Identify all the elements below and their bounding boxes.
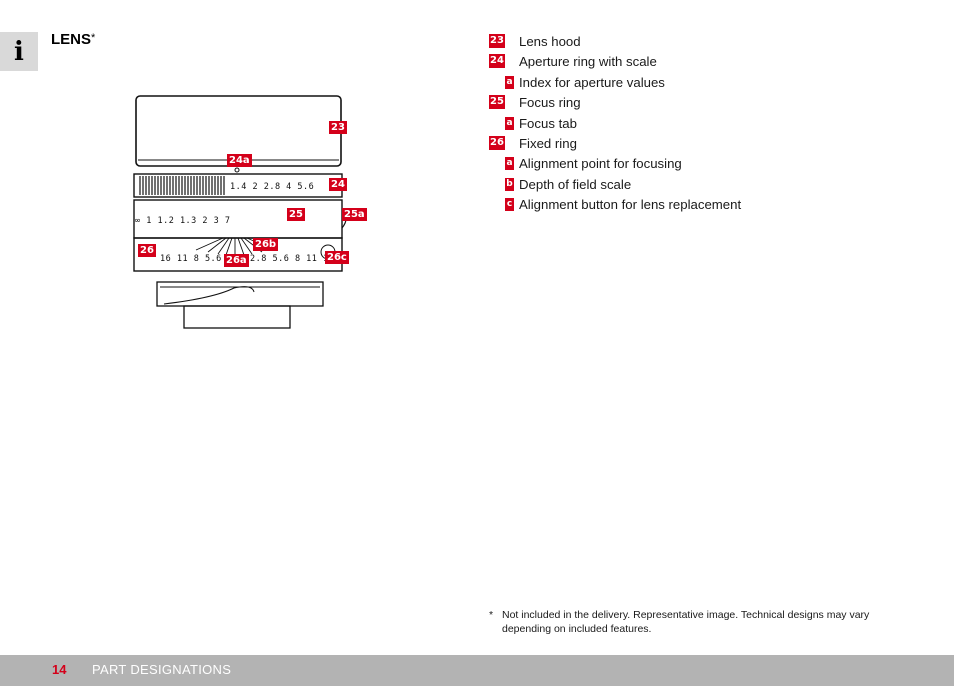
callout-26a: 26a [224, 254, 249, 267]
part-number: 24 [489, 54, 505, 69]
callout-25: 25 [287, 208, 305, 221]
part-label: Depth of field scale [519, 176, 632, 192]
part-number: 26 [489, 135, 505, 150]
list-item: c Alignment button for lens replacement [489, 196, 929, 216]
list-item: a Focus tab [489, 115, 929, 135]
callout-26b: 26b [253, 238, 279, 251]
part-label: Focus tab [519, 115, 577, 131]
list-item: 26 Fixed ring [489, 135, 929, 155]
part-label: Alignment button for lens replacement [519, 197, 742, 213]
part-label: Index for aperture values [519, 74, 665, 90]
callout-24: 24 [329, 178, 347, 191]
list-item: a Index for aperture values [489, 74, 929, 94]
aperture-scale: 1.4 2 2.8 4 5.6 [230, 182, 315, 192]
page-footer: 14 PART DESIGNATIONS [0, 655, 954, 686]
mount-bayonet-shape [183, 305, 291, 329]
distance-scale: ∞ 1 1.2 1.3 2 3 7 [135, 216, 231, 226]
list-item: 23 Lens hood [489, 33, 929, 53]
part-label: Lens hood [519, 34, 581, 49]
list-item: b Depth of field scale [489, 176, 929, 196]
part-label: Aperture ring with scale [519, 54, 657, 70]
part-sub-letter: a [505, 157, 514, 171]
dof-scale-left: 16 11 8 5.6 2.8 [160, 254, 245, 264]
page-title-text: LENS [51, 31, 92, 48]
aperture-index-point [234, 167, 240, 173]
list-item: a Alignment point for focusing [489, 155, 929, 175]
callout-23: 23 [329, 121, 347, 134]
part-sub-letter: a [505, 116, 514, 130]
parts-list: 23 Lens hood 24 Aperture ring with scale… [489, 33, 929, 217]
list-item: 24 Aperture ring with scale [489, 53, 929, 73]
part-sub-letter: c [505, 198, 514, 212]
part-number: 23 [489, 34, 505, 48]
footnote-mark: * [489, 609, 494, 621]
callout-25a: 25a [342, 208, 367, 221]
info-section-tab: i [0, 32, 38, 71]
title-footnote-mark: * [91, 32, 96, 44]
part-sub-letter: a [505, 75, 514, 89]
page-number: 14 [52, 662, 67, 677]
callout-26c: 26c [325, 251, 349, 264]
part-sub-letter: b [505, 177, 514, 191]
part-number: 25 [489, 95, 505, 110]
list-item: 25 Focus ring [489, 94, 929, 114]
dof-scale-right: 2.8 5.6 8 11 16 [250, 254, 335, 264]
lens-diagram: 1.4 2 2.8 4 5.6 ∞ 1 1.2 1.3 2 3 7 16 11 … [120, 90, 380, 340]
footnote-text: Not included in the delivery. Representa… [502, 609, 870, 635]
callout-24a: 24a [227, 154, 252, 167]
page-title: LENS* [51, 31, 95, 48]
section-title: PART DESIGNATIONS [92, 662, 232, 677]
part-label: Focus ring [519, 95, 581, 111]
part-label: Fixed ring [519, 135, 577, 151]
part-label: Alignment point for focusing [519, 156, 682, 172]
callout-26: 26 [138, 244, 156, 257]
mount-flange-shape [156, 281, 324, 307]
lens-drawing [133, 95, 347, 329]
aperture-ring-knurling [139, 176, 225, 195]
info-icon: i [14, 36, 24, 67]
footnote: * Not included in the delivery. Represen… [489, 608, 909, 636]
